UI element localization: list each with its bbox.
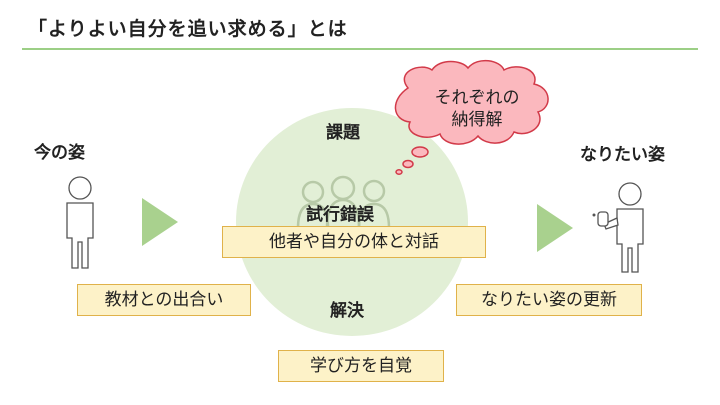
arrow-right-icon <box>537 204 573 252</box>
thought-bubble-line2: 納得解 <box>451 110 503 130</box>
box-dialogue: 他者や自分の体と対話 <box>222 226 486 258</box>
arrow-left-icon <box>142 198 178 246</box>
person-current-icon <box>66 176 94 269</box>
thought-bubble-text: それぞれの 納得解 <box>427 87 527 131</box>
box-awareness: 学び方を自覚 <box>278 350 444 382</box>
thought-bubble <box>394 59 549 175</box>
box-encounter: 教材との出合い <box>77 284 251 316</box>
thought-bubble-line1: それぞれの <box>434 88 520 108</box>
group-people-icon <box>296 175 391 229</box>
solution-label: 解決 <box>330 301 364 321</box>
trial-error-label: 試行錯誤 <box>306 205 374 225</box>
box-update: なりたい姿の更新 <box>456 284 642 316</box>
issue-label: 課題 <box>326 123 360 143</box>
current-self-label: 今の姿 <box>34 143 85 163</box>
ideal-self-label: なりたい姿 <box>580 145 665 165</box>
person-ideal-icon <box>592 182 644 273</box>
page-title: 「よりよい自分を追い求める」とは <box>28 18 348 40</box>
title-underline <box>22 48 698 50</box>
